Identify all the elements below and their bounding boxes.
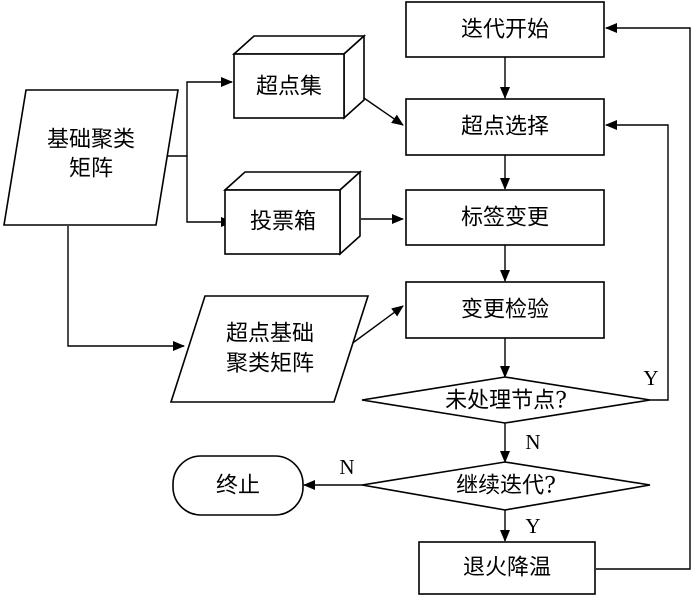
- edge-label-continue-yes: Y: [525, 514, 540, 538]
- iter-start-label: 迭代开始: [461, 18, 549, 43]
- process-change-check: 变更检验: [405, 281, 605, 339]
- super-node-set-label: 超点集: [256, 75, 322, 100]
- terminate-label: 终止: [216, 474, 260, 499]
- label-change-label: 标签变更: [461, 206, 549, 231]
- edge-anneal-loop: [596, 23, 691, 570]
- decision-continue-iteration: 继续迭代?: [361, 461, 651, 511]
- data-base-cluster-matrix: 基础聚类 矩阵: [3, 89, 179, 226]
- decision-unprocessed-nodes: 未处理节点?: [361, 376, 651, 424]
- edge-superset-to-select: [360, 95, 404, 126]
- continue-iteration-label: 继续迭代?: [456, 474, 556, 499]
- super-base-matrix-line1: 超点基础: [226, 322, 314, 347]
- process-label-change: 标签变更: [405, 189, 605, 246]
- base-cluster-matrix-line1: 基础聚类: [47, 128, 135, 153]
- edge-label-unprocessed-no: N: [525, 430, 540, 454]
- edge-unprocessed-yes-loop: [605, 120, 669, 401]
- anneal-label: 退火降温: [463, 556, 551, 581]
- unprocessed-nodes-label: 未处理节点?: [445, 389, 567, 414]
- edge-matrix-to-superset: [157, 77, 233, 157]
- change-check-label: 变更检验: [461, 298, 549, 323]
- process-iter-start: 迭代开始: [405, 1, 605, 58]
- store-ballot-box: 投票箱: [222, 170, 363, 256]
- edge-matrix-to-ballot: [186, 156, 233, 227]
- super-base-matrix-line2: 聚类矩阵: [226, 352, 314, 377]
- edge-matrix-to-superbase: [67, 226, 185, 351]
- data-super-base-matrix: 超点基础 聚类矩阵: [169, 295, 370, 403]
- edge-superbase-to-check: [349, 305, 404, 346]
- base-cluster-matrix-line2: 矩阵: [69, 157, 113, 182]
- connectors: [67, 23, 691, 570]
- store-super-node-set: 超点集: [231, 34, 367, 120]
- edge-label-continue-no: N: [339, 455, 354, 479]
- terminator-end: 终止: [172, 455, 304, 516]
- ballot-box-label: 投票箱: [250, 210, 316, 235]
- super-node-select-label: 超点选择: [461, 115, 549, 140]
- process-super-node-select: 超点选择: [405, 98, 605, 156]
- edge-label-unprocessed-yes: Y: [643, 366, 658, 390]
- process-anneal: 退火降温: [418, 541, 596, 595]
